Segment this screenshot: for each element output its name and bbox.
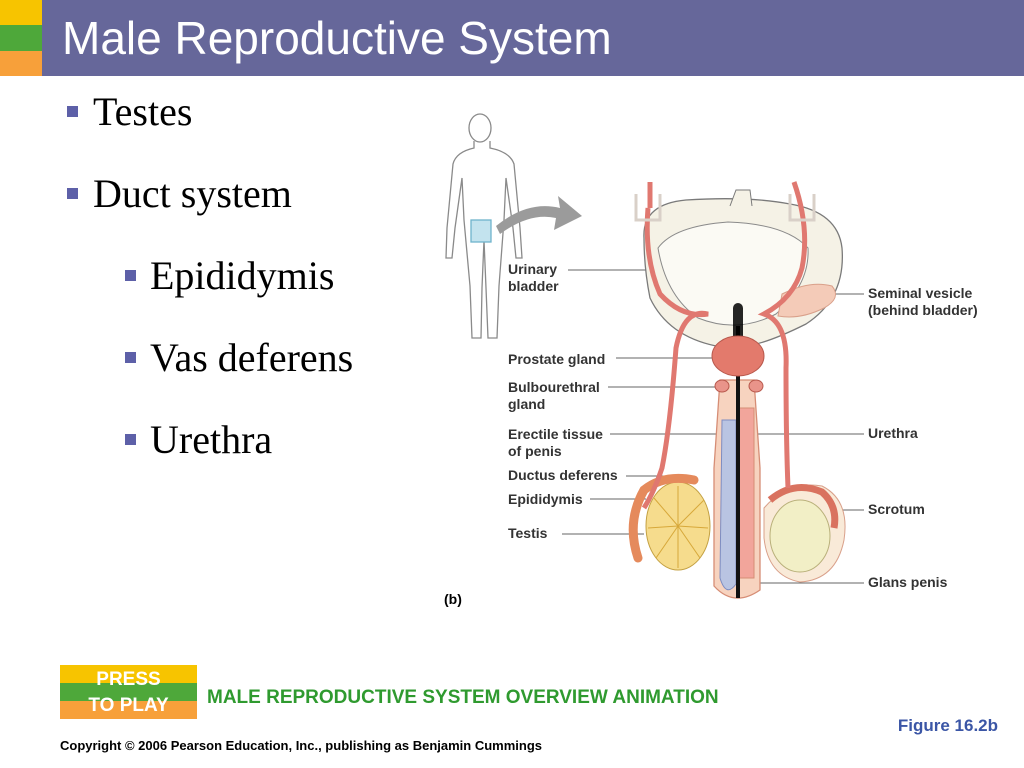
bullet-epididymis: Epididymis	[125, 253, 335, 298]
label-ductus-deferens: Ductus deferens	[508, 467, 618, 483]
label-epididymis: Epididymis	[508, 491, 583, 507]
label-testis: Testis	[508, 525, 548, 541]
bullet-marker-icon	[125, 352, 136, 363]
bullet-text: Vas deferens	[150, 335, 354, 380]
corner-block-yellow	[0, 0, 42, 26]
label-scrotum: Scrotum	[868, 501, 925, 517]
bullet-text: Urethra	[150, 417, 273, 462]
bullet-marker-icon	[125, 434, 136, 445]
bullet-marker-icon	[67, 188, 78, 199]
play-button-band-green	[60, 683, 197, 701]
label-urinary-bladder: Urinary bladder	[508, 261, 559, 294]
bullet-duct-system: Duct system	[67, 171, 292, 216]
body-outline-icon	[445, 113, 523, 339]
corner-decoration	[0, 0, 42, 76]
anatomy-figure: Urinary bladder Prostate gland Bulbouret…	[438, 108, 1024, 618]
corner-block-orange	[0, 50, 42, 76]
corner-block-green	[0, 25, 42, 51]
bullet-text: Testes	[93, 89, 193, 134]
ductus-deferens-left	[641, 207, 709, 510]
bullet-marker-icon	[67, 106, 78, 117]
copyright-notice: Copyright © 2006 Pearson Education, Inc.…	[60, 738, 542, 753]
figure-panel-label: (b)	[444, 591, 462, 607]
bullet-marker-icon	[125, 270, 136, 281]
prostate-gland-shape	[711, 335, 765, 377]
bullet-text: Epididymis	[150, 253, 335, 298]
anatomy-illustration	[445, 113, 864, 599]
play-button-line1: PRESS	[96, 669, 161, 690]
label-urethra: Urethra	[868, 425, 918, 441]
play-button-line2: TO PLAY	[88, 695, 169, 716]
ductus-deferens-right	[757, 181, 808, 489]
erectile-tissue-shape	[719, 419, 737, 591]
epididymis-shape	[628, 473, 699, 563]
label-glans-penis: Glans penis	[868, 574, 948, 590]
label-bulbourethral-gland: Bulbourethral gland	[508, 379, 600, 412]
title-bar	[42, 0, 1024, 76]
play-button-band-orange	[60, 701, 197, 719]
testis-right-shape	[769, 499, 831, 573]
bullet-urethra: Urethra	[125, 417, 273, 462]
label-erectile-tissue: Erectile tissue of penis	[508, 426, 603, 459]
bullet-testes: Testes	[67, 89, 193, 134]
play-button-band-yellow	[60, 665, 197, 683]
bullet-text: Duct system	[93, 171, 292, 216]
bullet-vas-deferens: Vas deferens	[125, 335, 354, 380]
pointer-arrow-icon	[496, 196, 582, 234]
animation-link[interactable]: MALE REPRODUCTIVE SYSTEM OVERVIEW ANIMAT…	[207, 687, 719, 708]
press-to-play-button[interactable]: PRESS TO PLAY	[60, 665, 197, 719]
bullet-list: Testes Duct system Epididymis Vas defere…	[0, 0, 420, 480]
label-prostate-gland: Prostate gland	[508, 351, 606, 367]
figure-caption: Figure 16.2b	[897, 716, 998, 735]
label-seminal-vesicle: Seminal vesicle (behind bladder)	[868, 285, 978, 318]
slide-title: Male Reproductive System	[62, 12, 612, 64]
